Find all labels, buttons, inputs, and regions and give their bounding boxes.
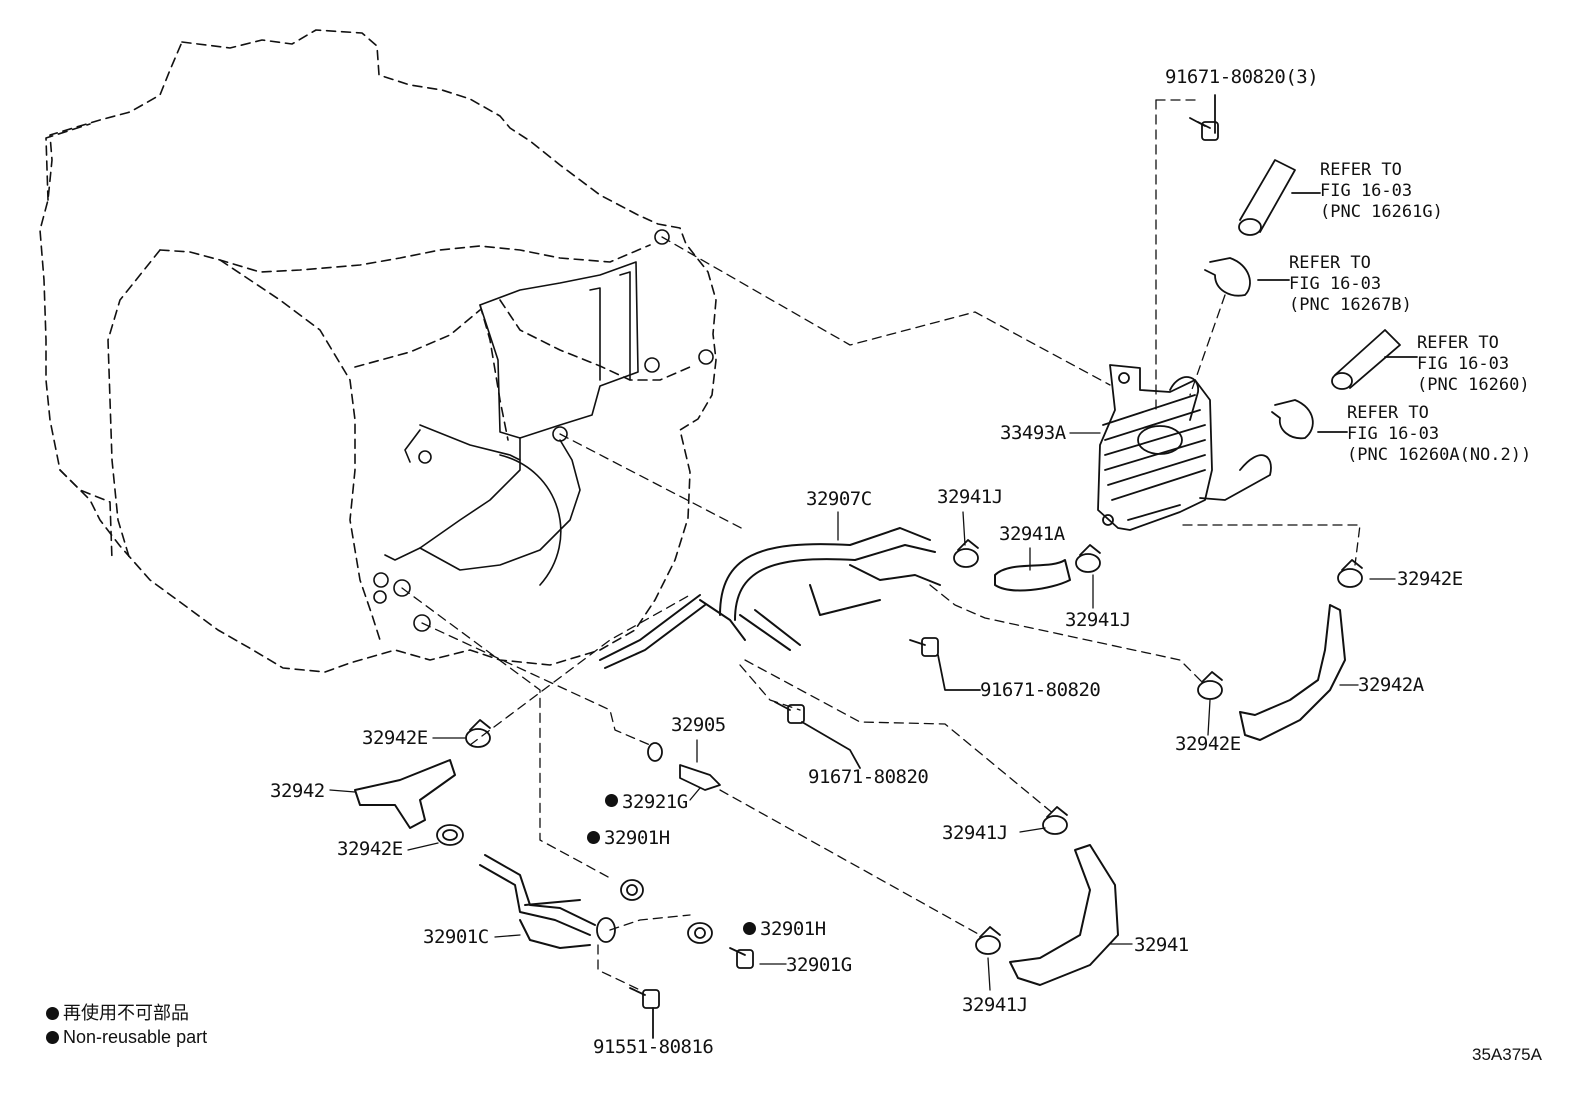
legend-row-english: Non-reusable part [46,1028,207,1046]
part-label: 32942A [1358,674,1424,696]
part-label: 32942E [1397,568,1463,590]
refer-note-line: (PNC 16260A(NO.2)) [1347,445,1532,465]
refer-note-line: FIG 16-03 [1320,181,1413,201]
nonreusable-bullet-icon [46,1007,59,1020]
legend-japanese: 再使用不可部品 [63,1003,189,1023]
part-label: 32941 [1134,934,1189,956]
part-label: 32941J [937,486,1003,508]
bolts [629,94,1219,1039]
part-label: 91671-80820(3) [1165,66,1319,88]
part-label: 91671-80820 [980,679,1101,701]
transmission-housing [39,29,717,673]
part-label: 32921G [622,791,688,813]
pipes [479,527,941,949]
refer-note-line: FIG 16-03 [1289,274,1382,294]
part-label: 32942E [1175,733,1241,755]
part-label: 32942E [362,727,428,749]
part-label: 32942E [337,838,403,860]
nonreusable-mark-icon [587,831,600,844]
part-label: 91671-80820 [808,766,929,788]
nonreusable-mark-icon [605,794,618,807]
part-label: 32941J [942,822,1008,844]
nonreusable-bullet-icon [46,1031,59,1044]
hoses [354,559,1346,986]
part-label: 32901G [786,954,852,976]
part-label: 32905 [671,714,726,736]
label-leaders [329,432,1396,991]
clamps [436,539,1363,955]
part-label: 32941A [999,523,1065,545]
legend-row-japanese: 再使用不可部品 [46,1004,189,1022]
refer-note-line: REFER TO [1289,253,1371,273]
part-label: 32941J [1065,609,1131,631]
part-label: 91551-80816 [593,1036,714,1058]
refer-note-line: REFER TO [1320,160,1402,180]
part-label: 32942 [270,780,325,802]
part-label: 32901H [604,827,670,849]
refer-note-line: FIG 16-03 [1347,424,1440,444]
legend-english: Non-reusable part [63,1027,208,1047]
refer-note-line: FIG 16-03 [1417,354,1510,374]
leader-lines [401,99,1361,991]
housing-details [373,229,714,632]
figure-code: 35A375A [1472,1045,1542,1064]
refer-note-line: (PNC 16260) [1417,375,1530,395]
oil-cooler [1097,364,1272,531]
part-label: 32941J [962,994,1028,1016]
part-label: 32901H [760,918,826,940]
part-label: 32901C [423,926,489,948]
refer-note-line: (PNC 16267B) [1289,295,1412,315]
part-label: 32907C [806,488,872,510]
refer-note-line: REFER TO [1417,333,1499,353]
refer-parts [1204,159,1418,440]
nonreusable-mark-icon [743,922,756,935]
refer-note-line: REFER TO [1347,403,1429,423]
refer-note-line: (PNC 16261G) [1320,202,1443,222]
part-label: 33493A [1000,422,1066,444]
